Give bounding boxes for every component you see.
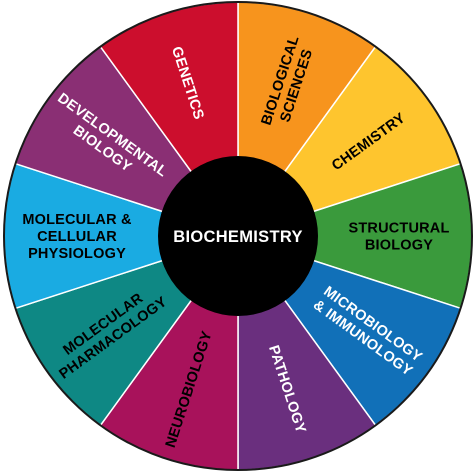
segment-label-line: STRUCTURAL <box>348 221 449 237</box>
wheel-rim <box>3 1 473 471</box>
segment-label-line: MOLECULAR & <box>22 212 132 228</box>
segment-label-line: BIOLOGY <box>365 238 433 254</box>
segment-label-line: CELLULAR <box>37 229 117 245</box>
segment-label-line: PHYSIOLOGY <box>28 246 126 262</box>
center-circle <box>158 156 318 316</box>
center-label: BIOCHEMISTRY <box>173 228 303 246</box>
